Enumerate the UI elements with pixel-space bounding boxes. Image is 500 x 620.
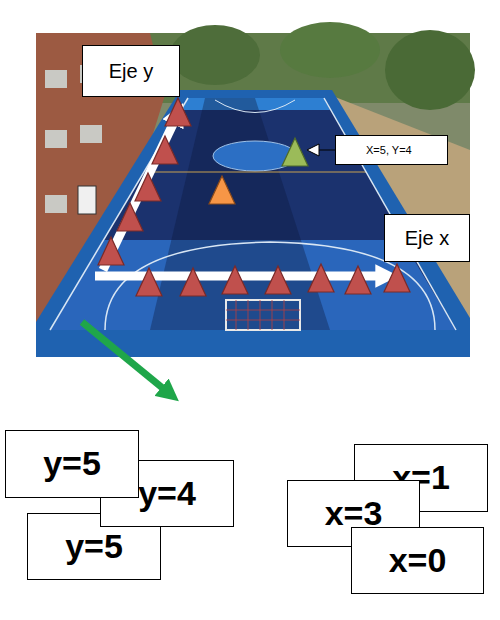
red-marker xyxy=(384,264,410,292)
red-marker xyxy=(117,203,143,231)
window xyxy=(45,70,67,88)
green-arrow xyxy=(82,322,165,390)
goal-net xyxy=(226,300,300,330)
court-border xyxy=(36,90,470,357)
axis-label-box: Eje x xyxy=(384,214,470,262)
tree xyxy=(170,25,260,85)
court-line xyxy=(50,98,188,330)
shadow xyxy=(150,98,330,330)
red-marker xyxy=(152,136,178,164)
box-text: y=4 xyxy=(138,475,196,512)
red-marker xyxy=(165,98,191,126)
tree xyxy=(280,22,380,78)
box-text: Eje y xyxy=(109,60,153,82)
box-text: x=0 xyxy=(389,542,447,579)
orange-marker xyxy=(209,176,235,204)
window xyxy=(45,195,67,213)
axis-label-box: Eje y xyxy=(82,45,180,97)
red-marker xyxy=(345,266,371,294)
window xyxy=(80,125,102,143)
red-marker xyxy=(180,268,206,296)
red-marker xyxy=(136,268,162,296)
court-arc xyxy=(215,100,295,113)
window xyxy=(45,130,67,148)
green-marker xyxy=(282,138,308,166)
court-line xyxy=(150,172,366,173)
callout-head xyxy=(307,144,319,156)
box-text: y=5 xyxy=(65,528,123,565)
callout-box: X=5, Y=4 xyxy=(335,135,448,165)
red-marker xyxy=(98,237,124,265)
box-text: X=5, Y=4 xyxy=(366,144,412,156)
box-text: y=5 xyxy=(43,445,101,482)
red-marker xyxy=(308,264,334,292)
red-marker xyxy=(135,173,161,201)
basket-board xyxy=(78,186,96,214)
coordinate-card: y=5 xyxy=(5,430,139,498)
red-marker xyxy=(222,266,248,294)
callout-leader xyxy=(318,150,336,151)
goal xyxy=(226,300,300,330)
box-text: Eje x xyxy=(405,227,449,249)
red-marker xyxy=(265,266,291,294)
tree xyxy=(385,30,475,110)
coordinate-card: x=0 xyxy=(351,527,484,594)
